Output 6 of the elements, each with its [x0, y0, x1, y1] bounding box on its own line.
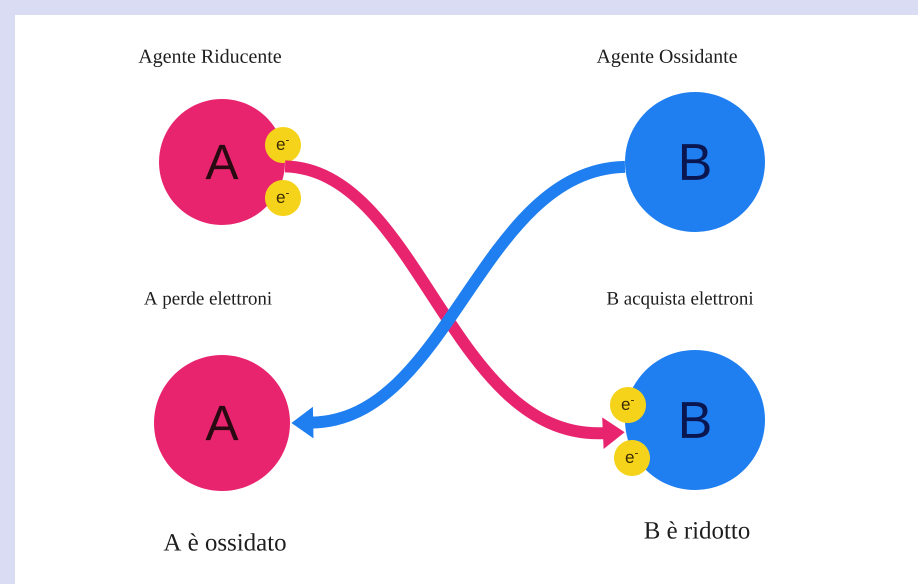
caption-text: A è ossidato — [164, 533, 286, 551]
caption-text: B acquista elettroni — [606, 291, 754, 309]
caption-text: A perde elettroni — [144, 291, 272, 309]
caption-text: Agente Ossidante — [596, 48, 737, 68]
caption-text: B è ridotto — [644, 521, 750, 539]
caption-text: Agente Riducente — [138, 48, 281, 68]
